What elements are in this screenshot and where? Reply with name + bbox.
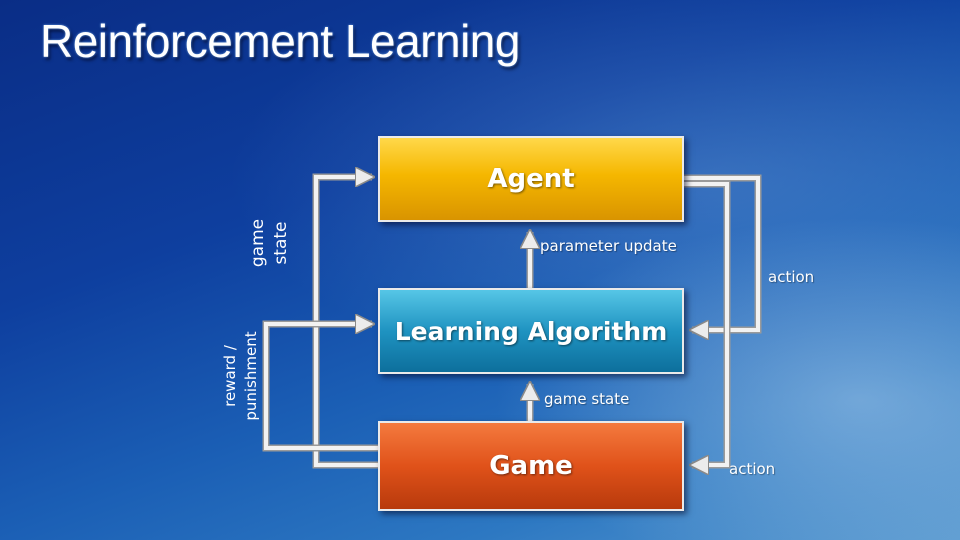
label-action-top: action: [768, 268, 815, 286]
label-reward-line2: punishment: [242, 331, 260, 421]
edge-agent-to-game: [684, 180, 731, 469]
label-game-state-line2: state: [271, 221, 291, 265]
slide-title: Reinforcement Learning: [40, 15, 520, 67]
node-game: Game: [378, 421, 684, 511]
label-game-state-line1: game: [248, 218, 268, 268]
label-reward-punishment: reward / punishment: [220, 311, 262, 441]
label-parameter-update: parameter update: [540, 237, 677, 255]
label-reward-line1: reward /: [221, 345, 239, 407]
node-agent: Agent: [378, 136, 684, 222]
label-game-state-side: game state: [247, 198, 293, 288]
edge-agent-to-learning: [684, 174, 762, 334]
node-learning-algorithm: Learning Algorithm: [378, 288, 684, 374]
label-action-bottom: action: [729, 460, 776, 478]
edge-game-to-learning: [262, 320, 378, 452]
label-game-state-mid: game state: [544, 390, 630, 408]
